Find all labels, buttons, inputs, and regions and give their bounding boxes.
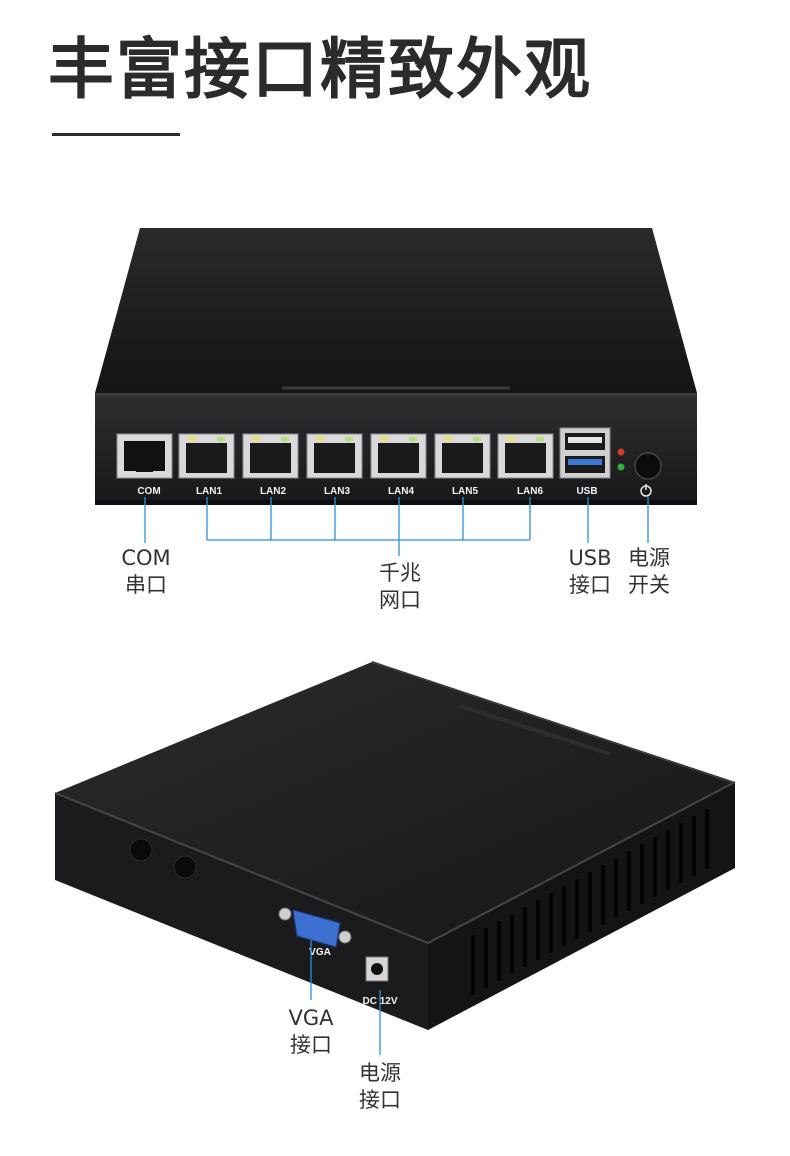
power-button bbox=[634, 452, 662, 497]
device-front-view: COM LAN1 LAN2 LAN3 LAN4 bbox=[95, 228, 697, 505]
device2-side-panel bbox=[428, 782, 735, 1030]
lan-port-label: LAN1 bbox=[196, 486, 223, 497]
callout-line: 接口 bbox=[359, 1088, 401, 1112]
callout-line: 接口 bbox=[569, 573, 611, 597]
callout-line: 电源 bbox=[359, 1061, 401, 1085]
status-led-red bbox=[617, 448, 625, 456]
lan-port-2: LAN2 bbox=[242, 433, 299, 497]
com-port: COM bbox=[116, 433, 173, 497]
page-title: 丰富接口精致外观 bbox=[48, 31, 592, 108]
callout-line: 开关 bbox=[628, 573, 670, 597]
callout-line: VGA bbox=[288, 1006, 334, 1030]
callout-com: COM 串口 bbox=[116, 545, 176, 599]
side-vents bbox=[471, 809, 709, 995]
device-top-panel bbox=[95, 228, 697, 393]
lan-port-3: LAN3 bbox=[306, 433, 363, 497]
lan-port-label: LAN5 bbox=[452, 486, 479, 497]
vga-port: VGA bbox=[278, 907, 352, 958]
lan-port-5: LAN5 bbox=[434, 433, 491, 497]
callout-line: COM bbox=[121, 546, 171, 570]
usb-port-label: USB bbox=[576, 486, 597, 497]
device-rear-view: VGA DC 12V bbox=[54, 661, 736, 1030]
callout-line: 串口 bbox=[125, 573, 167, 597]
callout-line: 接口 bbox=[290, 1033, 332, 1057]
callout-line: 千兆 bbox=[379, 561, 421, 585]
callout-line: 网口 bbox=[379, 588, 421, 612]
callout-line: 电源 bbox=[628, 546, 670, 570]
callout-lan: 千兆 网口 bbox=[370, 560, 430, 614]
callout-power-switch: 电源 开关 bbox=[618, 545, 680, 599]
lan-port-6: LAN6 bbox=[497, 433, 554, 497]
lan-port-label: LAN3 bbox=[324, 486, 351, 497]
lan-port-4: LAN4 bbox=[370, 433, 427, 497]
lan-port-label: LAN2 bbox=[260, 486, 287, 497]
callout-vga: VGA 接口 bbox=[281, 1005, 341, 1059]
usb-port: USB bbox=[559, 427, 611, 497]
leader-lines-rear bbox=[310, 940, 381, 1055]
lan-port-label: LAN6 bbox=[517, 486, 544, 497]
status-led-green bbox=[617, 463, 625, 471]
device2-top-panel bbox=[55, 662, 735, 943]
callout-usb: USB 接口 bbox=[560, 545, 620, 599]
title-underline bbox=[52, 133, 180, 136]
leader-lines-front bbox=[144, 497, 649, 556]
vga-port-label: VGA bbox=[309, 947, 331, 958]
lan-port-label: LAN4 bbox=[388, 486, 415, 497]
lan-port-1: LAN1 bbox=[178, 433, 235, 497]
com-port-label: COM bbox=[137, 486, 160, 497]
callout-line: USB bbox=[568, 546, 612, 570]
callout-power-port: 电源 接口 bbox=[349, 1060, 411, 1114]
